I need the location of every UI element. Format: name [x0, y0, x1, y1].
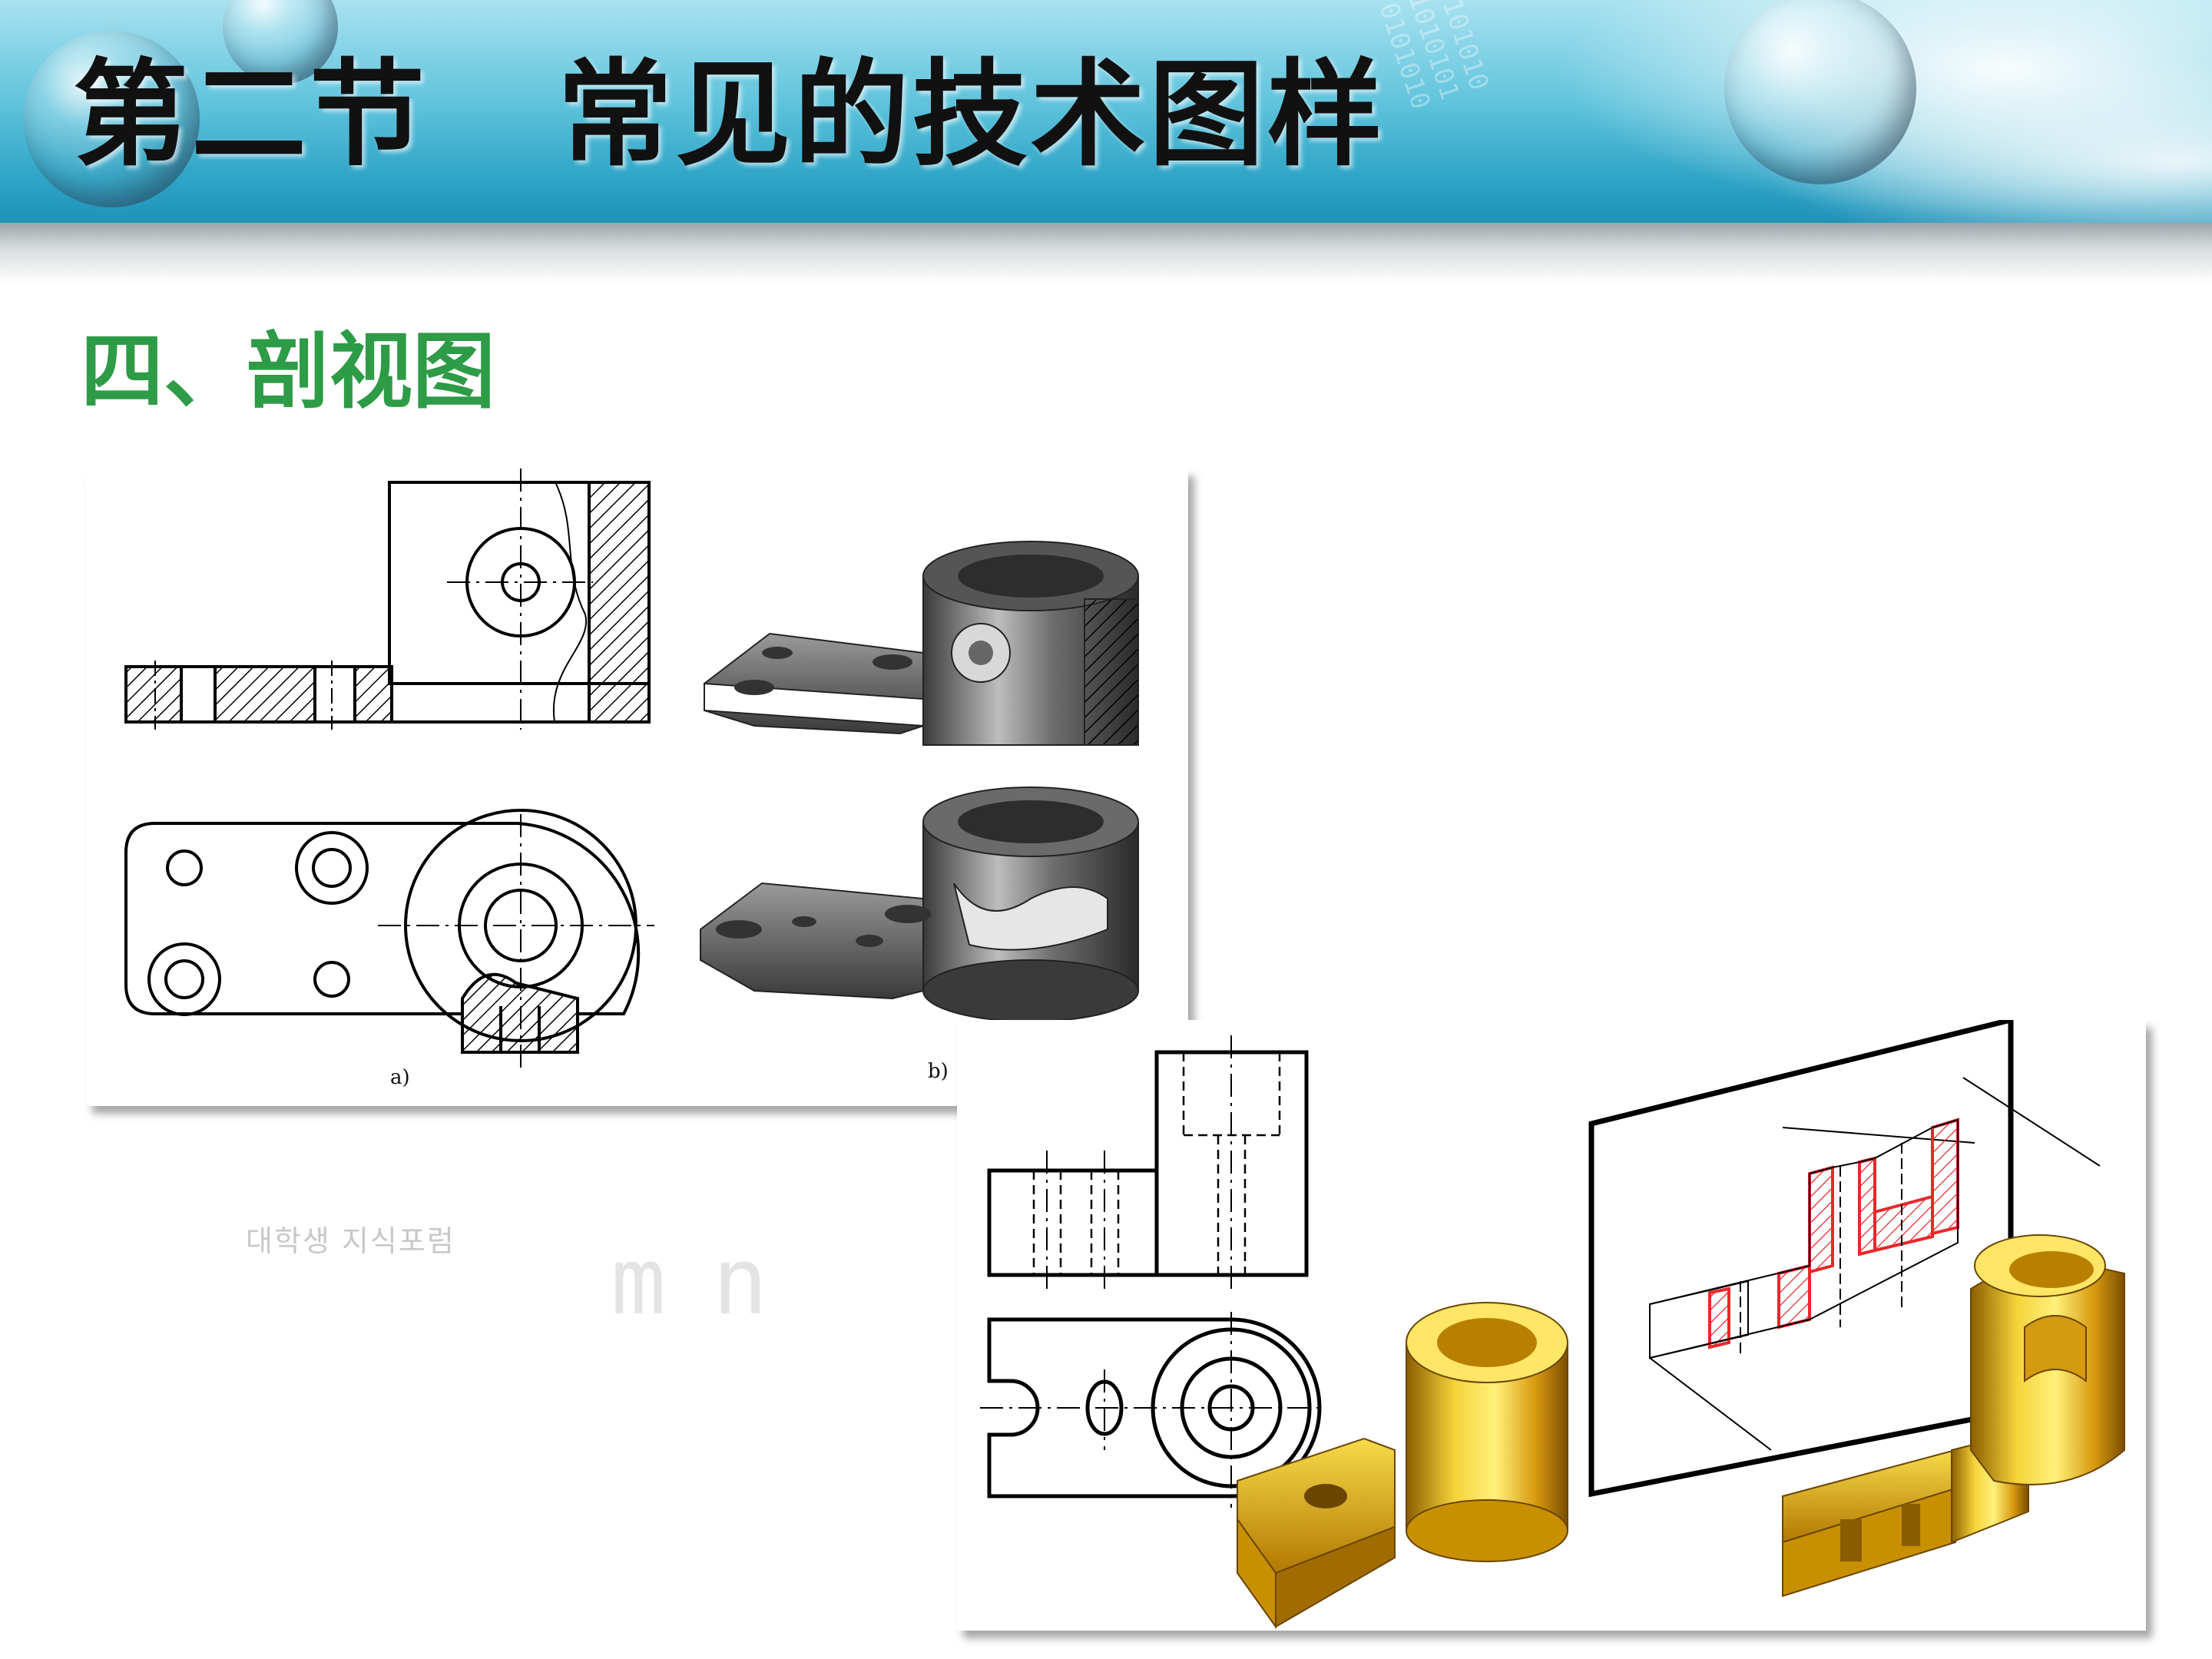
projection-plane-section — [1588, 1020, 2101, 1498]
front-view-drawing — [987, 1035, 1309, 1289]
cutaway-3d-model-bottom — [700, 786, 1139, 1022]
bubble-decoration-right — [1724, 0, 1916, 184]
watermark-logo: m n — [611, 1229, 768, 1336]
caption-b: b) — [928, 1060, 949, 1083]
top-section-view — [124, 809, 654, 1068]
header-banner: 0101010 1010101 0101010 第二节 常见的技术图样 — [0, 0, 2212, 230]
caption-a: a) — [390, 1066, 410, 1089]
front-section-view — [124, 469, 651, 730]
banner-metal-strip — [0, 223, 2212, 284]
watermark-text: 대학생 지식포럼 — [246, 1224, 455, 1258]
section-heading: 四、剖视图 — [81, 324, 496, 420]
bubble-decoration-left — [23, 31, 200, 207]
cutaway-3d-model-top — [704, 541, 1139, 746]
figure-panel-projection — [957, 1020, 2146, 1631]
gold-3d-part-left — [1237, 1302, 1568, 1630]
page-title: 第二节 常见的技术图样 — [73, 48, 1386, 182]
gold-3d-part-right — [1782, 1234, 2125, 1598]
section-views-drawing — [124, 469, 1139, 1068]
projection-drawing — [980, 1020, 2125, 1630]
figure-panel-section-views: a) b) — [86, 469, 1188, 1106]
